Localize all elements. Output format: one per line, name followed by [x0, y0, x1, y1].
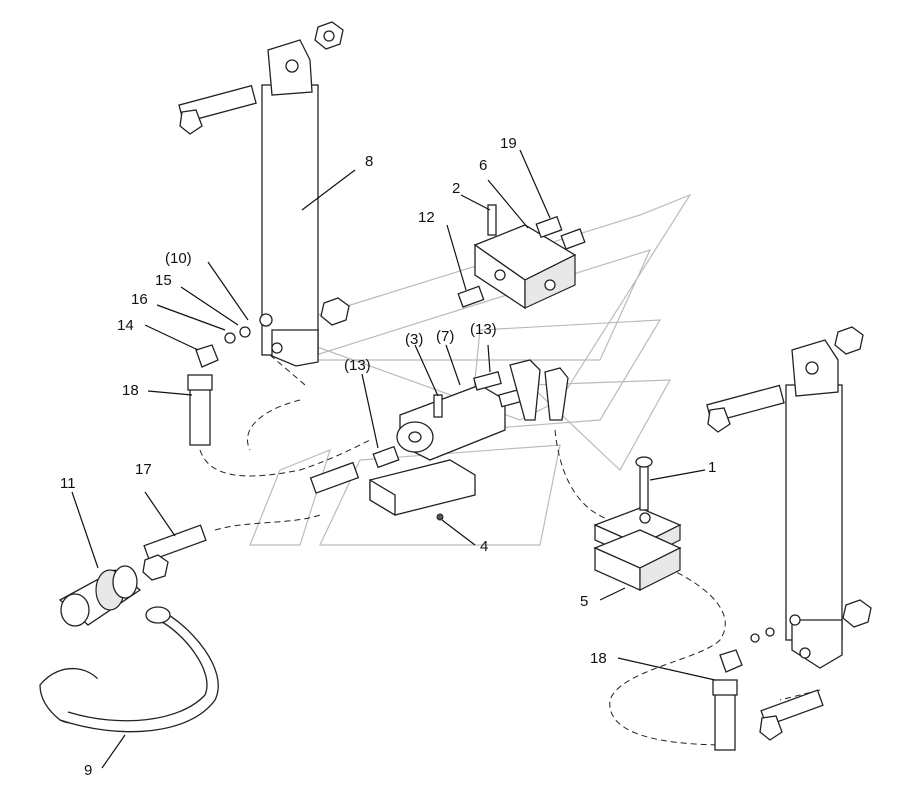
hose-routes — [199, 354, 821, 746]
quick-coupler — [58, 565, 142, 627]
label-18-right: 18 — [590, 650, 607, 667]
label-11: 11 — [60, 475, 76, 492]
label-1: 1 — [708, 459, 716, 476]
label-4: 4 — [480, 538, 488, 555]
valve-assembly — [309, 359, 569, 521]
label-16: 16 — [131, 291, 148, 308]
label-2: 2 — [452, 180, 460, 197]
label-15: 15 — [155, 272, 172, 289]
label-13-left: (13) — [344, 357, 371, 374]
label-10: (10) — [165, 250, 192, 267]
hydraulic-cylinder-left — [178, 21, 350, 367]
label-12: 12 — [418, 209, 435, 226]
label-13-right: (13) — [470, 321, 497, 338]
label-17: 17 — [135, 461, 152, 478]
label-6: 6 — [479, 157, 487, 174]
label-18-left: 18 — [122, 382, 139, 399]
label-14: 14 — [117, 317, 134, 334]
label-8: 8 — [365, 153, 373, 170]
hose-fittings-left — [142, 326, 743, 751]
label-19: 19 — [500, 135, 517, 152]
hydraulic-cylinder-right — [706, 326, 872, 741]
label-5: 5 — [580, 593, 588, 610]
valve-block — [457, 204, 586, 310]
label-9: 9 — [84, 762, 92, 779]
part-labels: 8 (10) 15 16 14 18 2 6 19 12 (3) (7) (13… — [60, 135, 716, 779]
clamp-assembly — [593, 456, 682, 592]
label-7: (7) — [436, 328, 454, 345]
dust-cap — [39, 606, 219, 733]
leader-lines — [71, 149, 716, 769]
label-3: (3) — [405, 331, 423, 348]
